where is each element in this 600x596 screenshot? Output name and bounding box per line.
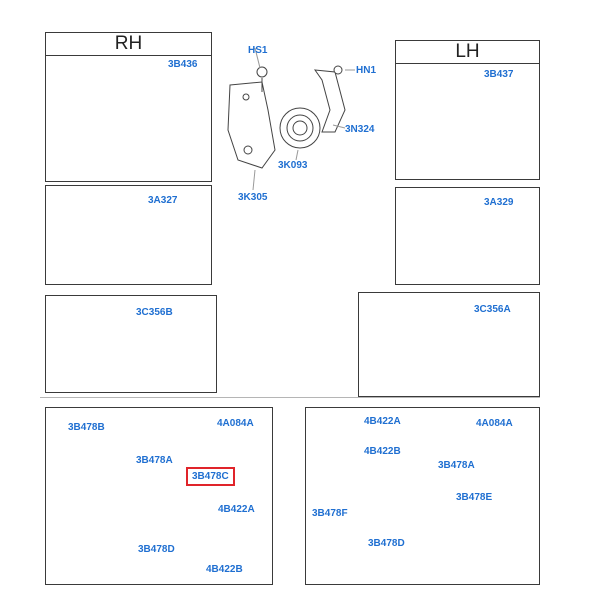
part-code: 3C356A: [474, 304, 511, 315]
part-code: 3B478A: [136, 455, 173, 466]
rh-side-label: RH: [46, 33, 211, 56]
rh-mid-panel: 3A327: [45, 185, 212, 285]
bearing-assembly-drawing: [227, 47, 355, 191]
section-divider: [40, 397, 540, 398]
part-code: 3B478D: [138, 544, 175, 555]
part-code: 4B422A: [364, 416, 401, 427]
kit-code: 4A084A: [217, 418, 254, 429]
part-code: 3A327: [148, 195, 178, 206]
lh-kit-panel: 4A084A 4B422A 4B422B 3B478A 3B478E 3B478…: [305, 407, 540, 585]
part-code: HS1: [248, 45, 268, 56]
highlighted-part-code: 3B478C: [186, 467, 235, 486]
part-code: 3K305: [238, 192, 268, 203]
part-code: 3B437: [484, 69, 514, 80]
lh-joint-panel: 3C356A: [358, 292, 540, 397]
rh-joint-panel: 3C356B: [45, 295, 217, 393]
part-code: 4B422A: [218, 504, 255, 515]
part-code: 4B422B: [206, 564, 243, 575]
lh-mid-panel: 3A329: [395, 187, 540, 285]
part-code: 3B478A: [438, 460, 475, 471]
part-code: 3C356B: [136, 307, 173, 318]
rh-kit-panel: 4A084A 3B478B 3B478A 3B478C 3B478D 4B422…: [45, 407, 273, 585]
part-code: 3B436: [168, 59, 198, 70]
lh-side-label: LH: [396, 41, 539, 64]
part-code: 4B422B: [364, 446, 401, 457]
lh-top-panel: LH 3B437: [395, 40, 540, 180]
part-code: 3N324: [345, 124, 375, 135]
part-code: 3B478B: [68, 422, 105, 433]
kit-code: 4A084A: [476, 418, 513, 429]
part-code: 3A329: [484, 197, 514, 208]
part-code: 3B478F: [312, 508, 348, 519]
part-code: 3B478E: [456, 492, 493, 503]
part-code: 3K093: [278, 160, 308, 171]
part-code: HN1: [356, 65, 377, 76]
rh-top-panel: RH 3B436: [45, 32, 212, 182]
part-code: 3B478D: [368, 538, 405, 549]
